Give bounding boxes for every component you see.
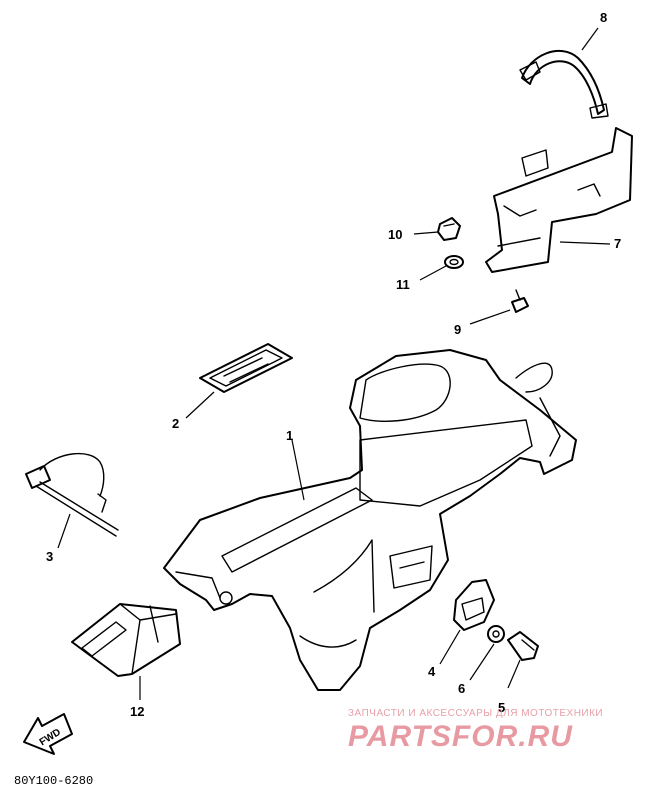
callout-12: 12 bbox=[130, 704, 144, 719]
callout-10: 10 bbox=[388, 227, 402, 242]
part-4-cover bbox=[453, 579, 495, 631]
callout-11: 11 bbox=[396, 277, 410, 292]
callout-5: 5 bbox=[498, 700, 505, 715]
part-9-bolt bbox=[511, 289, 529, 313]
callout-4: 4 bbox=[428, 664, 436, 679]
part-1-battery-box bbox=[163, 349, 577, 691]
part-11-washer bbox=[444, 255, 464, 269]
callout-6: 6 bbox=[458, 681, 465, 696]
callout-8: 8 bbox=[600, 10, 607, 25]
part-2-label bbox=[199, 343, 293, 393]
callout-9: 9 bbox=[454, 322, 461, 337]
part-5-bolt bbox=[507, 631, 539, 661]
callout-1: 1 bbox=[286, 428, 293, 443]
part-10-nut bbox=[437, 217, 461, 241]
drawing-code: 80Y100-6280 bbox=[14, 774, 93, 788]
callout-7: 7 bbox=[614, 236, 621, 251]
part-3-strap bbox=[25, 452, 119, 537]
callout-3: 3 bbox=[46, 549, 53, 564]
part-12-connector bbox=[71, 603, 181, 677]
callout-2: 2 bbox=[172, 416, 179, 431]
watermark-tagline: ЗАПЧАСТИ И АКСЕССУАРЫ ДЛЯ МОТОТЕХНИКИ bbox=[348, 708, 603, 719]
part-6-washer bbox=[487, 625, 505, 643]
fwd-arrow-icon: FWD bbox=[23, 713, 73, 755]
part-8-strap bbox=[519, 49, 609, 119]
part-7-bracket bbox=[485, 127, 633, 273]
watermark-brand: PARTSFOR.RU bbox=[348, 720, 573, 753]
